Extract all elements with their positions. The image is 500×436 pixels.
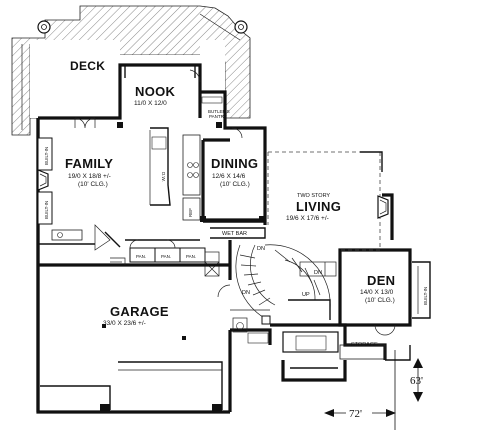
stair-and-wet-bar: [210, 227, 337, 325]
stair-up-label: UP: [302, 292, 310, 298]
deck: DECK: [11, 5, 251, 136]
den-ceiling: (10' CLG.): [365, 297, 395, 304]
built-in-label-2: BUILT-IN: [44, 201, 49, 219]
refrigerator-label: REF: [188, 208, 193, 217]
width-arrow-left-icon: [324, 409, 334, 417]
family-fireplace: [37, 169, 49, 191]
den-name: DEN: [367, 273, 395, 288]
nook-name: NOOK: [135, 84, 176, 99]
dining-ceiling: (10' CLG.): [220, 181, 250, 188]
room-labels: NOOK 11/0 X 12/0 FAMILY 19/0 X 18/8 +/- …: [65, 84, 395, 348]
stair-down-label-2: DN: [314, 270, 322, 276]
family-ceiling: (10' CLG.): [78, 181, 108, 188]
wet-bar-label: WET BAR: [222, 231, 247, 237]
dining-room: [200, 127, 265, 223]
depth-dimension: 63': [410, 358, 423, 402]
family-built-ins: BUILT-IN BUILT-IN: [37, 137, 53, 225]
width-arrow-right-icon: [386, 409, 396, 417]
dining-size: 12/6 X 14/6: [212, 173, 246, 180]
kitchen: D.W. REF: [125, 127, 201, 241]
family-name: FAMILY: [65, 156, 113, 171]
butlers-pantry-label-2: PANTRY: [209, 114, 227, 119]
family-size: 19/0 X 18/8 +/-: [68, 173, 111, 180]
living-room: [267, 151, 394, 251]
deck-label: DECK: [70, 59, 105, 73]
family-lower-area: [38, 224, 121, 251]
dining-name: DINING: [211, 156, 258, 171]
dishwasher-label: D.W.: [161, 172, 166, 182]
stair-down-label-3: DN: [242, 290, 250, 296]
front-entry: [232, 317, 347, 382]
butlers-pantry-label-1: BUTLER'S: [208, 109, 230, 114]
living-prefix: TWO STORY: [297, 193, 330, 199]
den-size: 14/0 X 13/0: [360, 289, 394, 296]
pantries: PAN. PAN. PAN.: [129, 239, 220, 277]
pantry-label-3: PAN.: [186, 254, 196, 259]
den: BUILT-IN: [339, 261, 431, 361]
family-doors: [74, 117, 96, 129]
storage-label: STORAGE: [351, 342, 378, 348]
garage-size: 33/0 X 23/6 +/-: [103, 320, 146, 327]
living-size: 19/6 X 17/6 +/-: [286, 215, 329, 222]
garage-name: GARAGE: [110, 304, 169, 319]
deck-post-left: [37, 20, 51, 34]
depth-arrow-down-icon: [413, 392, 423, 402]
mudroom-steps: [110, 257, 126, 265]
depth-dimension-label: 63': [410, 375, 423, 387]
garage: [36, 263, 231, 412]
nook-size: 11/0 X 12/0: [134, 100, 167, 107]
living-fireplace: [377, 195, 389, 219]
living-name: LIVING: [296, 199, 341, 214]
pantry-label-1: PAN.: [136, 254, 146, 259]
pantry-label-2: PAN.: [161, 254, 171, 259]
nook-bay: [117, 65, 222, 128]
den-built-in-label: BUILT-IN: [423, 287, 428, 305]
deck-post-right: [234, 20, 248, 34]
width-dimension-label: 72': [349, 408, 362, 420]
butlers-pantry: BUTLER'S PANTRY: [200, 91, 230, 119]
width-dimension: 72': [324, 405, 396, 420]
built-in-label-1: BUILT-IN: [44, 147, 49, 165]
stair-down-label-1: DN: [257, 246, 265, 252]
depth-arrow-up-icon: [413, 358, 423, 368]
